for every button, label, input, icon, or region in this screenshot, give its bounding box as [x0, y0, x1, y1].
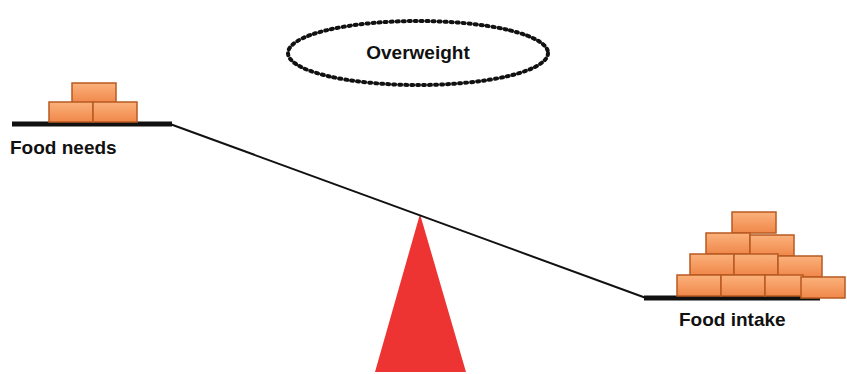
scale-label: Food intake — [679, 309, 786, 331]
node-text: Overweight — [366, 42, 469, 64]
left-bricks — [49, 83, 137, 122]
fulcrum-triangle — [375, 214, 466, 372]
seesaw-beam — [170, 124, 646, 298]
scale-label: Food needs — [10, 137, 117, 159]
right-bricks — [677, 212, 845, 298]
dotted-ellipse: Overweight — [285, 18, 551, 88]
